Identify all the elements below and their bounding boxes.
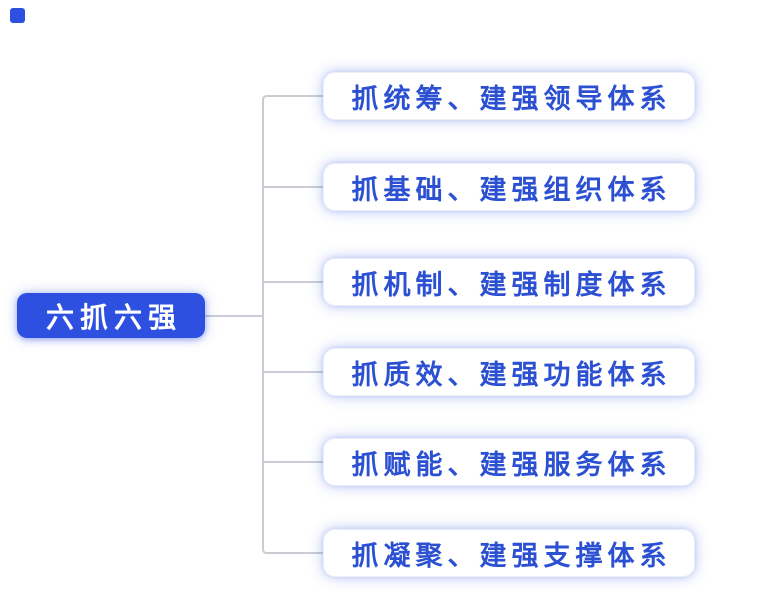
branch-node-organization[interactable]: 抓基础、建强组织体系 [323, 163, 695, 211]
branch-node-label: 抓赋能、建强服务体系 [351, 449, 672, 480]
branch-node-institution[interactable]: 抓机制、建强制度体系 [323, 258, 695, 306]
root-node-label: 六抓六强 [45, 301, 182, 333]
branch-node-label: 抓机制、建强制度体系 [351, 269, 672, 300]
connector-trunk [262, 95, 323, 554]
branch-node-service[interactable]: 抓赋能、建强服务体系 [323, 438, 695, 486]
branch-node-function[interactable]: 抓质效、建强功能体系 [323, 348, 695, 396]
branch-node-leadership[interactable]: 抓统筹、建强领导体系 [323, 72, 695, 120]
root-node[interactable]: 六抓六强 [17, 293, 205, 338]
branch-node-label: 抓凝聚、建强支撑体系 [351, 540, 672, 571]
branch-node-label: 抓统筹、建强领导体系 [351, 83, 672, 114]
branch-node-label: 抓基础、建强组织体系 [351, 174, 672, 205]
blue-square-marker [10, 8, 25, 23]
branch-node-support[interactable]: 抓凝聚、建强支撑体系 [323, 529, 695, 577]
branch-node-label: 抓质效、建强功能体系 [351, 359, 672, 390]
